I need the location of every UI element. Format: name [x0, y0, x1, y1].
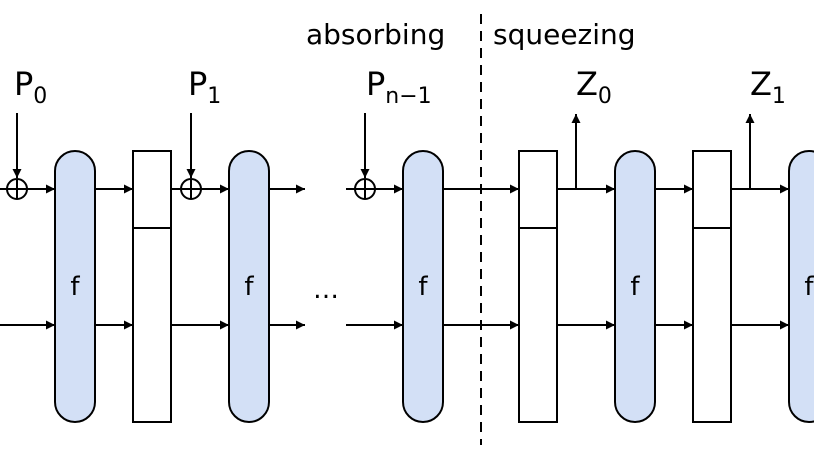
squeezing-label: squeezing [493, 18, 636, 51]
input-label-pn-1: Pn−1 [366, 65, 432, 109]
state-block-2 [518, 150, 558, 423]
ellipsis: … [313, 275, 339, 305]
function-label: f [804, 272, 814, 302]
function-block-1: f [54, 150, 96, 423]
function-label: f [418, 272, 428, 302]
xor-icon-2 [180, 178, 202, 200]
xor-icon-1 [6, 178, 28, 200]
state-block-1 [132, 150, 172, 423]
xor-icon-3 [354, 178, 376, 200]
function-label: f [630, 272, 640, 302]
function-label: f [70, 272, 80, 302]
function-label: f [244, 272, 254, 302]
output-label-z1: Z1 [750, 65, 786, 109]
state-block-3 [692, 150, 732, 423]
input-label-p1: P1 [188, 65, 221, 109]
function-block-3: f [402, 150, 444, 423]
function-block-2: f [228, 150, 270, 423]
absorbing-label: absorbing [306, 18, 445, 51]
output-label-z0: Z0 [576, 65, 612, 109]
function-block-4: f [614, 150, 656, 423]
input-label-p0: P0 [14, 65, 47, 109]
function-block-5: f [788, 150, 814, 423]
